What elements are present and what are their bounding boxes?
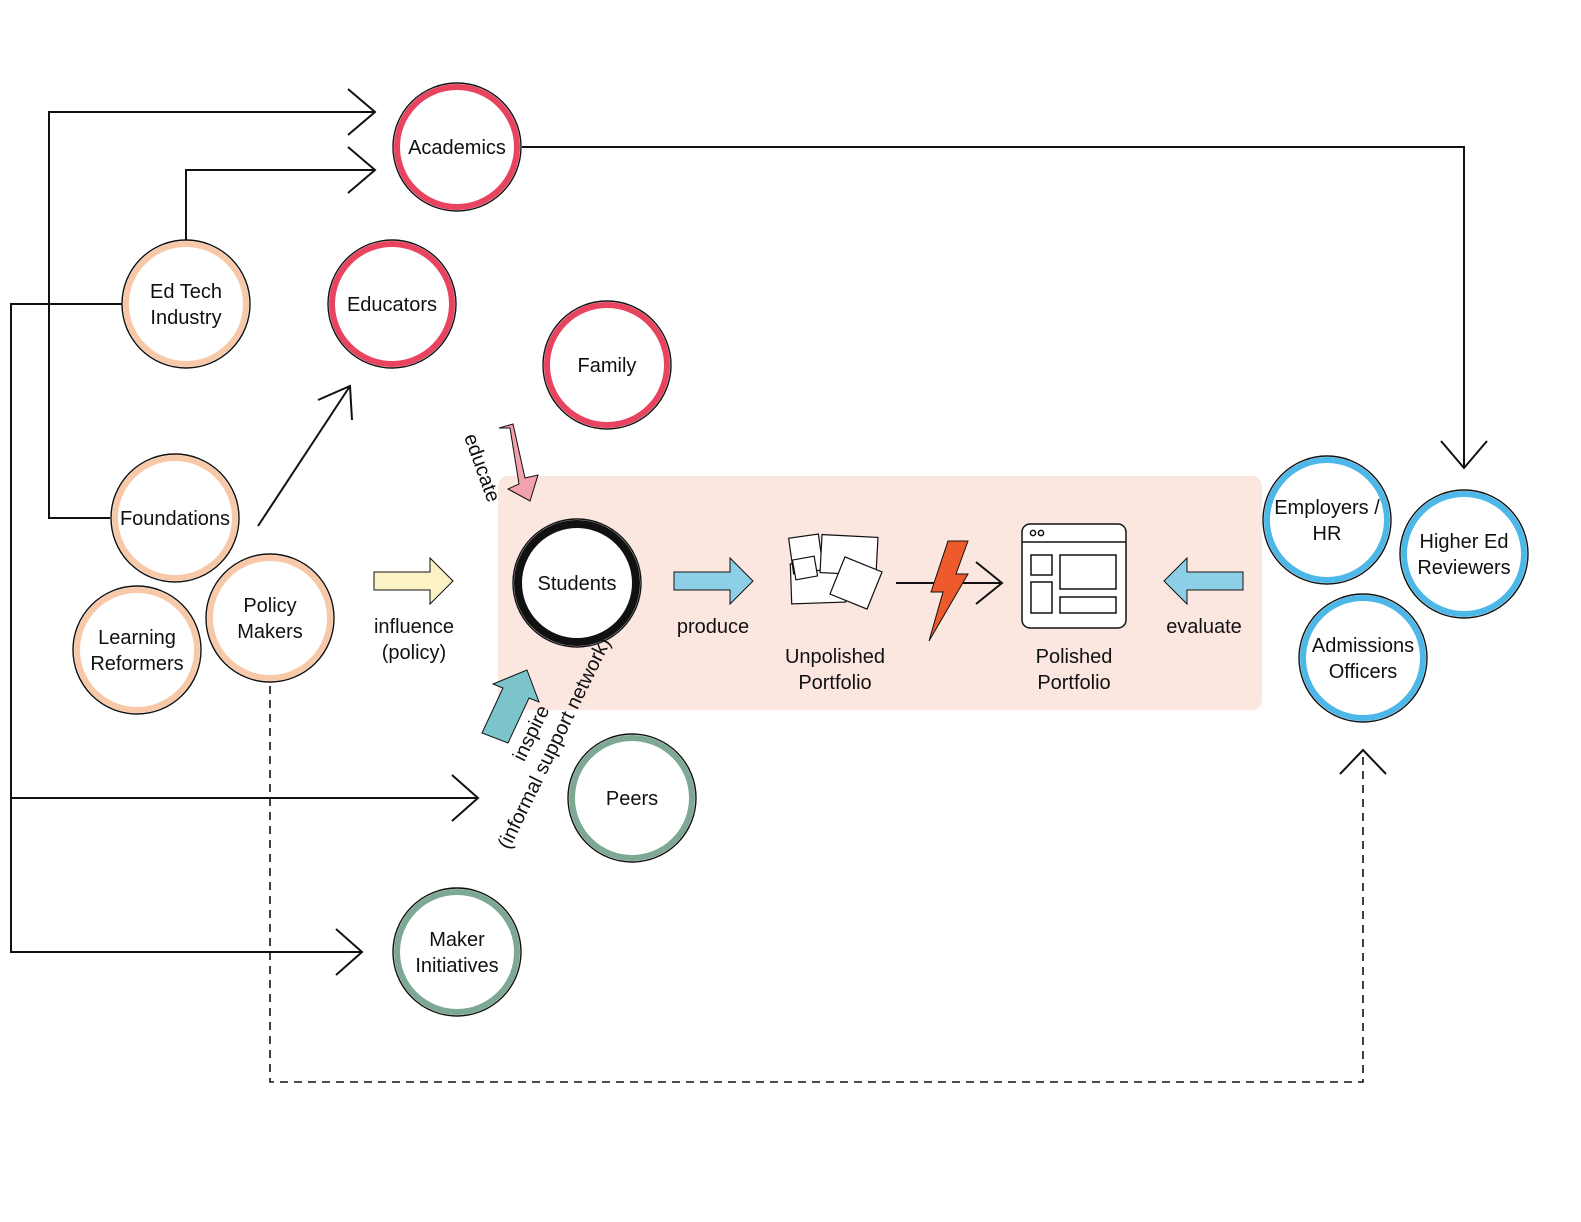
node-ring [394,889,520,1015]
node-academics: Academics [392,82,522,212]
polished-portfolio-sublabel: Portfolio [1037,672,1110,694]
node-label: Officers [1329,661,1398,683]
node-label: Academics [408,137,506,159]
arrowhead-maker [335,928,364,976]
node-label: Peers [606,788,658,810]
lightning-bolt-icon [928,540,969,642]
evaluate-arrow [1163,556,1244,606]
node-label: Educators [347,294,437,316]
produce-arrow [673,556,754,606]
node-label: Employers / [1274,497,1380,519]
arrowhead-academics-top [347,88,377,136]
node-ring [394,84,520,210]
node-ring [1401,491,1527,617]
node-label: Reviewers [1417,557,1510,579]
node-ring [207,555,333,681]
node-ring [112,455,238,581]
node-label: Industry [150,307,221,329]
connector-edtech-academics [185,169,375,240]
node-label: Ed Tech [150,281,222,303]
produce-label: produce [677,616,749,638]
node-ring [1264,457,1390,583]
unpolished-portfolio-sublabel: Portfolio [798,672,871,694]
educate-label: educate [459,431,504,505]
arrowhead-polished [975,561,1004,605]
arrowhead-educators [317,384,353,421]
node-label: Policy [243,595,296,617]
node-label: Maker [429,929,485,951]
scattered-papers-icon [787,533,883,610]
node-ring [74,587,200,713]
node-label: Foundations [120,508,230,530]
node-label: Makers [237,621,303,643]
node-ring [544,302,670,428]
arrowhead-academics-bottom [347,146,377,194]
node-label: Initiatives [415,955,498,977]
node-ring [514,520,640,646]
connector-edtech-down [10,303,362,953]
node-label: Reformers [90,653,183,675]
browser-window-icon [1021,523,1127,629]
node-label: HR [1313,523,1342,545]
block-arrows [373,423,1244,744]
arrowhead-higher-ed [1440,440,1488,470]
node-label: Students [538,573,617,595]
inspire-arrow [481,669,540,744]
connector-academics-higher-ed [522,146,1465,468]
connector-foundations-academics [48,111,375,519]
node-educators: Educators [327,239,457,369]
influence-sublabel: (policy) [382,642,446,664]
node-students: Students [512,518,642,648]
node-ring [569,735,695,861]
educate-arrow [498,423,539,502]
arrowhead-admissions [1339,748,1387,775]
node-label: Learning [98,627,176,649]
polished-portfolio-label: Polished [1036,646,1113,668]
connectors [10,88,1488,1083]
node-label: Family [578,355,637,377]
unpolished-portfolio-label: Unpolished [785,646,885,668]
arrowhead-peers [451,774,480,822]
node-peers: Peers [567,733,697,863]
influence-label: influence [374,616,454,638]
node-ring [329,241,455,367]
node-label: Higher Ed [1420,531,1509,553]
node-employers: Employers / HR [1262,455,1392,585]
connector-foundations-educators [257,385,351,527]
evaluate-label: evaluate [1166,616,1242,638]
node-label: Admissions [1312,635,1414,657]
node-higher-ed: Higher Ed Reviewers [1399,489,1529,619]
connector-policy-admissions [269,686,1364,1083]
node-foundations: Foundations [110,453,240,583]
influence-arrow [373,556,454,606]
node-ring [1300,595,1426,721]
node-family: Family [542,300,672,430]
node-ring [123,241,249,367]
